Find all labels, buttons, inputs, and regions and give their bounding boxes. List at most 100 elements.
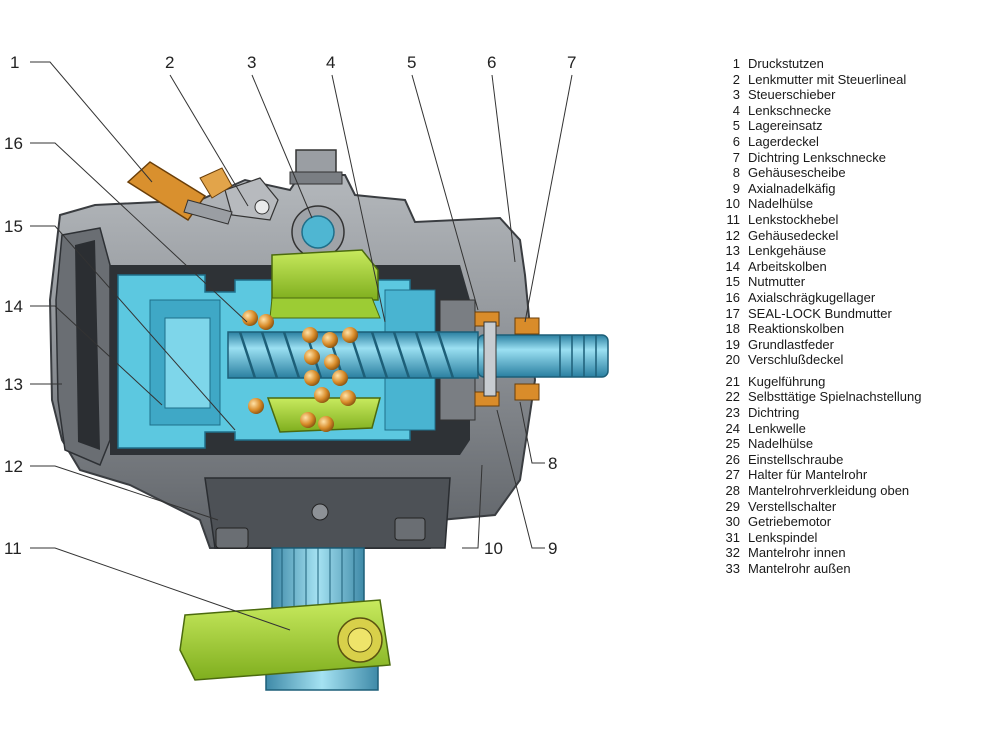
legend-item: 14 Arbeitskolben — [712, 259, 992, 275]
legend-item-label: Arbeitskolben — [748, 258, 827, 274]
callout-labels: 1 2 3 4 5 6 7 8 9 10 11 12 13 14 15 16 — [4, 53, 576, 558]
legend-item-number: 27 — [725, 467, 740, 483]
legend-item: 33 Mantelrohr außen — [712, 561, 992, 577]
pitman-arm — [179, 599, 391, 681]
legend-item-number: 8 — [732, 165, 740, 181]
legend-item-number: 31 — [725, 529, 740, 545]
steering-worm — [227, 331, 609, 379]
legend-item: 22 Selbsttätige Spielnachstellung — [712, 389, 992, 405]
legend-item-label: Nutmutter — [748, 274, 806, 290]
legend-item-label: Kugelführung — [748, 373, 826, 389]
legend-item-number: 33 — [725, 561, 740, 576]
legend-item-label: Getriebemotor — [748, 514, 832, 530]
legend-item-number: 18 — [725, 321, 740, 337]
legend-item-label: Axialnadelkäfig — [748, 180, 836, 196]
legend-item-number: 19 — [725, 336, 740, 352]
legend-item-label: Mantelrohr innen — [748, 545, 846, 561]
legend-item-label: Lagerdeckel — [748, 133, 819, 149]
callout-13: 13 — [4, 375, 23, 394]
legend-item: 18 Reaktionskolben — [712, 321, 992, 337]
legend-item: 25 Nadelhülse — [712, 436, 992, 452]
legend-item-label: Lenkstockhebel — [748, 211, 839, 227]
callout-12: 12 — [4, 457, 23, 476]
legend-item-number: 20 — [725, 352, 740, 368]
legend-item-number: 9 — [732, 180, 740, 196]
leader-lines — [30, 61, 573, 631]
legend-item: 17 SEAL-LOCK Bundmutter — [712, 306, 992, 322]
legend-item: 11 Lenkstockhebel — [712, 212, 992, 228]
legend-item-number: 28 — [725, 483, 740, 499]
callout-8: 8 — [548, 454, 557, 473]
legend-item-label: Selbsttätige Spielnachstellung — [748, 389, 922, 405]
ball-circuit — [242, 310, 358, 432]
legend-item: 10 Nadelhülse — [712, 196, 992, 212]
legend-item-label: Gehäusescheibe — [748, 165, 846, 181]
legend-item-number: 10 — [725, 196, 740, 212]
legend-item-number: 4 — [732, 102, 740, 118]
legend-item-number: 11 — [726, 211, 741, 227]
legend-item-number: 12 — [725, 227, 740, 243]
legend-item-label: Mantelrohr außen — [748, 561, 851, 576]
legend-item-label: Steuerschieber — [748, 87, 836, 103]
legend-item-number: 21 — [725, 373, 740, 389]
legend-item-number: 2 — [732, 71, 740, 87]
legend-item-number: 24 — [725, 420, 740, 436]
callout-15: 15 — [4, 217, 23, 236]
legend-item-label: Lenkspindel — [748, 529, 818, 545]
legend-item-number: 25 — [725, 436, 740, 452]
legend-item: 15 Nutmutter — [712, 274, 992, 290]
legend-item-number: 5 — [732, 118, 740, 134]
legend-item-number: 15 — [725, 274, 740, 290]
legend-item-label: Lenkmutter mit Steuerlineal — [748, 71, 907, 87]
callout-9: 9 — [548, 539, 557, 558]
legend-item-number: 6 — [732, 133, 740, 149]
callout-5: 5 — [407, 53, 416, 72]
legend-item-number: 16 — [725, 289, 740, 305]
legend-item-number: 30 — [725, 514, 740, 530]
legend-item-label: Nadelhülse — [748, 436, 814, 452]
legend-item-label: Gehäusedeckel — [748, 227, 839, 243]
steering-nut — [266, 249, 381, 433]
legend-item-label: Einstellschraube — [748, 451, 844, 467]
callout-1: 1 — [10, 53, 19, 72]
legend-item-label: Axialschrägkugellager — [748, 289, 876, 305]
callout-10: 10 — [484, 539, 503, 558]
legend-item: 9 Axialnadelkäfig — [712, 181, 992, 197]
legend-item-number: 7 — [732, 149, 740, 165]
legend-item: 12 Gehäusedeckel — [712, 228, 992, 244]
legend-item-label: SEAL-LOCK Bundmutter — [748, 305, 892, 321]
legend-item-number: 32 — [725, 545, 740, 561]
legend-item-label: Nadelhülse — [748, 196, 814, 212]
legend-item-label: Mantelrohrverkleidung oben — [748, 483, 910, 499]
callout-3: 3 — [247, 53, 256, 72]
legend-item-number: 26 — [725, 451, 740, 467]
legend-item-label: Verstellschalter — [748, 498, 837, 514]
legend-item-label: Reaktionskolben — [748, 321, 845, 337]
legend-item: 30 Getriebemotor — [712, 514, 992, 530]
legend-item-number: 13 — [725, 243, 740, 259]
legend-item: 27 Halter für Mantelrohr — [712, 467, 992, 483]
legend-item-number: 1 — [732, 56, 740, 71]
callout-2: 2 — [165, 53, 174, 72]
legend-item-label: Verschlußdeckel — [748, 352, 844, 368]
callout-14: 14 — [4, 297, 23, 316]
legend-item-label: Halter für Mantelrohr — [748, 467, 868, 483]
callout-7: 7 — [567, 53, 576, 72]
legend-item-number: 22 — [725, 389, 740, 405]
legend-item-label: Dichtring — [748, 405, 800, 421]
steering-gear-cutaway-diagram: 1 2 3 4 5 6 7 8 9 10 11 12 13 14 15 16 — [4, 53, 609, 691]
callout-11: 11 — [4, 539, 22, 558]
legend-item: 26 Einstellschraube — [712, 452, 992, 468]
legend-item-number: 17 — [725, 305, 740, 321]
legend-item: 8 Gehäusescheibe — [712, 165, 992, 181]
legend-item: 28 Mantelrohrverkleidung oben — [712, 483, 992, 499]
legend-item-number: 14 — [725, 258, 740, 274]
